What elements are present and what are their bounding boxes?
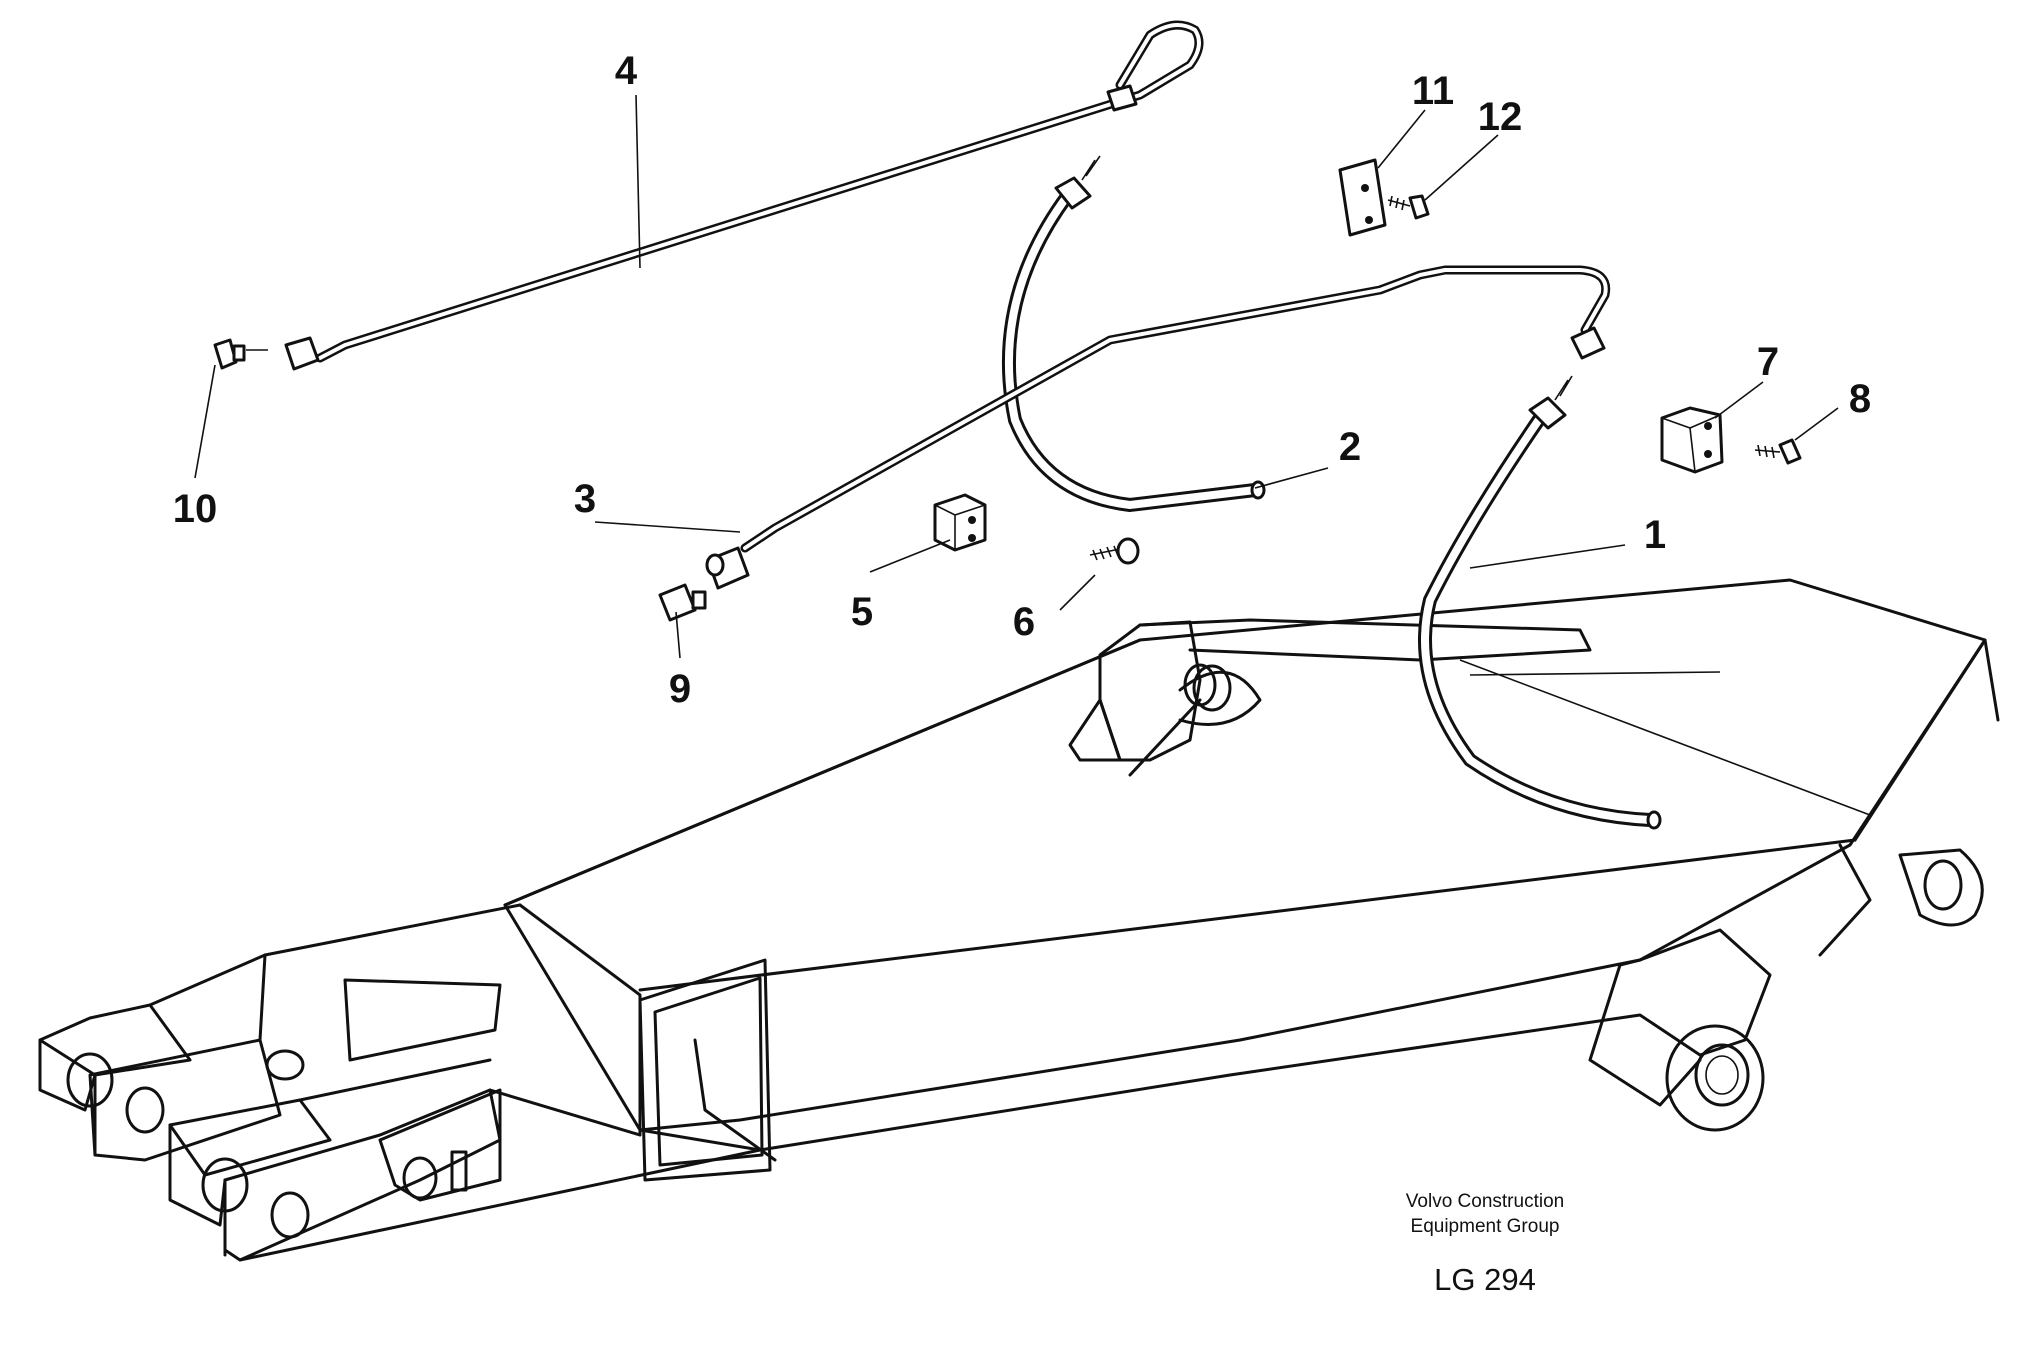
part-3-nut <box>705 546 750 590</box>
callout-2: 2 <box>1339 425 1361 469</box>
part-7-clamp <box>1660 406 1724 474</box>
pipe-4 <box>284 20 1204 371</box>
callout-6: 6 <box>1013 600 1035 644</box>
hose-1 <box>1418 375 1662 830</box>
callout-9: 9 <box>669 667 691 711</box>
leader-lines <box>194 94 1839 659</box>
callout-labels: 1 2 3 4 5 6 7 8 9 10 11 12 <box>173 49 1871 711</box>
part-9-plug <box>658 583 707 622</box>
company-name-line1: Volvo Construction <box>1405 1191 1565 1212</box>
callout-12: 12 <box>1478 95 1523 139</box>
part-10-fitting <box>213 338 268 370</box>
part-12-screw <box>1387 194 1430 220</box>
part-5-clamp <box>933 493 987 552</box>
boom-arm <box>38 578 2000 1262</box>
callout-4: 4 <box>615 49 638 93</box>
callout-11: 11 <box>1412 69 1454 113</box>
callout-1: 1 <box>1644 513 1666 557</box>
pipe-3 <box>740 265 1611 553</box>
part-6-screw <box>1089 537 1140 565</box>
company-name-line2: Equipment Group <box>1410 1216 1560 1237</box>
callout-7: 7 <box>1757 340 1779 384</box>
callout-5: 5 <box>851 590 873 634</box>
drawing-code: LG 294 <box>1434 1262 1536 1297</box>
callout-3: 3 <box>574 477 596 521</box>
callout-8: 8 <box>1849 377 1871 421</box>
hose-2 <box>1001 155 1266 513</box>
part-11-clamp <box>1338 158 1387 237</box>
callout-10: 10 <box>173 487 218 531</box>
part-8-screw <box>1754 438 1802 465</box>
